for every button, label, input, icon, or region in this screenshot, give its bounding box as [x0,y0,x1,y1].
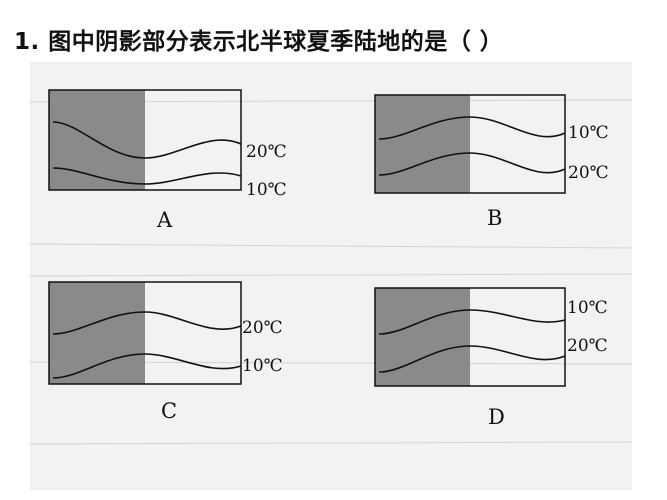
panel-a[interactable]: 20℃ 10℃ A [48,89,287,232]
panel-a-diagram [48,89,242,191]
question-text: 1. 图中阴影部分表示北半球夏季陆地的是（ ） [14,29,504,55]
isotherm-upper-label: 20℃ [242,318,283,338]
isotherm-upper [52,121,242,159]
panel-a-letter: A [157,208,173,232]
panel-frame [48,89,242,191]
panel-d[interactable]: 10℃ 20℃ D [374,287,608,429]
isotherm-upper [52,311,242,335]
panel-b[interactable]: 10℃ 20℃ B [374,94,609,230]
isotherm-lower [378,152,566,176]
panel-frame [374,287,566,387]
scanned-figure: 20℃ 10℃ A 10℃ 20℃ B 20℃ 10℃ C [30,62,632,490]
isotherm-lower-label: 10℃ [242,356,283,376]
panel-c-letter: C [161,399,178,423]
panel-d-letter: D [488,405,505,429]
panel-b-diagram [374,94,566,194]
isotherm-lower-label: 10℃ [246,180,287,200]
panel-c-diagram [48,281,242,385]
panel-c[interactable]: 20℃ 10℃ C [48,281,283,423]
isotherm-upper-label: 10℃ [568,123,609,143]
isotherm-upper [378,309,566,335]
land-shade [375,95,470,193]
isotherm-lower-label: 20℃ [567,336,608,356]
isotherm-lower [378,345,566,373]
land-shade [49,90,145,190]
panel-b-letter: B [487,206,503,230]
isotherm-upper [378,116,566,140]
panel-frame [48,281,242,385]
isotherm-lower [52,167,242,185]
isotherm-lower [52,353,242,379]
panel-d-diagram [374,287,566,387]
isotherm-upper-label: 10℃ [567,298,608,318]
panel-frame [374,94,566,194]
isotherm-upper-label: 20℃ [246,142,287,162]
isotherm-lower-label: 20℃ [568,163,609,183]
